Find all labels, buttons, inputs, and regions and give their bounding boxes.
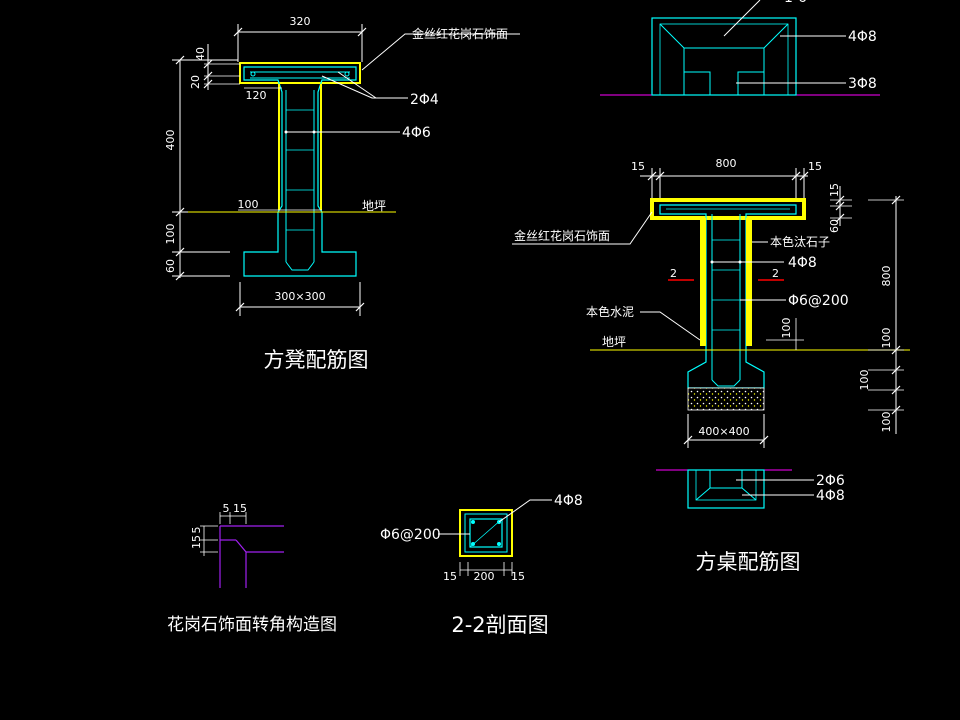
stool-elevation: 320 地坪 400 100 60 xyxy=(164,15,520,372)
table-granite-top xyxy=(650,198,806,220)
table-callout-phi6-200: Φ6@200 xyxy=(788,293,849,309)
table-granite-left xyxy=(700,218,706,346)
stool-dim-40: 40 xyxy=(194,47,207,61)
table-dim-base: 400×400 xyxy=(698,425,749,438)
table-top-section-label: 1-6 xyxy=(784,0,807,6)
table-concrete-body xyxy=(659,204,797,389)
corner-dim-15-v: 15 xyxy=(190,535,203,549)
table-top-section-4phi8: 4Φ8 xyxy=(848,29,877,45)
section-label-4phi8: 4Φ8 xyxy=(554,493,583,509)
stool-callout-2phi4: 2Φ4 xyxy=(410,92,439,108)
table-dim-100-v2: 100 xyxy=(858,370,871,391)
stool-granite-seat xyxy=(239,62,361,84)
stool-concrete-body xyxy=(243,66,357,277)
stool-callout-4phi6: 4Φ6 xyxy=(402,125,431,141)
stool-dim-120: 120 xyxy=(246,89,267,102)
section-granite-outline xyxy=(459,509,513,557)
table-elevation: 15 800 15 地坪 2 2 金丝红花岗石饰面 本色汰石子 xyxy=(512,157,910,448)
stool-dim-base: 300×300 xyxy=(274,290,325,303)
table-callout-cement: 本色水泥 xyxy=(586,305,634,319)
stool-dim-60: 60 xyxy=(164,259,177,273)
table-gravel-footing xyxy=(687,387,765,411)
corner-detail: 5 15 15 5 花岗石饰面转角构造图 xyxy=(167,502,337,635)
table-dim-60-v: 60 xyxy=(828,219,841,233)
table-dim-800: 800 xyxy=(716,157,737,170)
corner-dim-5-v: 5 xyxy=(190,527,203,534)
stool-ground-label: 地坪 xyxy=(362,199,386,213)
stool-dim-top: 320 xyxy=(290,15,311,28)
table-dim-100-small: 100 xyxy=(780,318,793,339)
stool-dim-100: 100 xyxy=(164,224,177,245)
table-section-mark-left: 2 xyxy=(670,267,677,280)
table-dim-100-v1: 100 xyxy=(880,328,893,349)
stool-dim-400: 400 xyxy=(164,130,177,151)
table-dim-800-v: 800 xyxy=(880,266,893,287)
table-section-mark-right: 2 xyxy=(772,267,779,280)
corner-dim-15-h: 15 xyxy=(233,502,247,515)
table-top-section: 1-6 4Φ8 3Φ8 xyxy=(600,0,880,96)
table-dim-15-v: 15 xyxy=(828,183,841,197)
table-ground-label: 地坪 xyxy=(602,335,626,349)
table-callout-terrazzo: 本色汰石子 xyxy=(770,235,830,249)
table-top-section-3phi8: 3Φ8 xyxy=(848,76,877,92)
section-dim-15-left: 15 xyxy=(443,570,457,583)
section-dim-200: 200 xyxy=(474,570,495,583)
section-dim-15-right: 15 xyxy=(511,570,525,583)
corner-title: 花岗石饰面转角构造图 xyxy=(167,615,337,635)
stool-dim-100-base: 100 xyxy=(238,198,259,211)
table-bottom-section: 2Φ6 4Φ8 xyxy=(656,469,845,509)
stool-dim-20: 20 xyxy=(189,75,202,89)
table-granite-right xyxy=(746,218,752,346)
table-dim-15-right: 15 xyxy=(808,160,822,173)
stool-callout-granite: 金丝红花岗石饰面 xyxy=(412,26,508,41)
section-label-phi6-200: Φ6@200 xyxy=(380,527,441,543)
table-dim-15-left: 15 xyxy=(631,160,645,173)
table-dim-100-v3: 100 xyxy=(880,412,893,433)
table-callout-granite: 金丝红花岗石饰面 xyxy=(514,228,610,243)
table-bottom-section-2phi6: 2Φ6 xyxy=(816,473,845,489)
table-callout-4phi8: 4Φ8 xyxy=(788,255,817,271)
section-title: 2-2剖面图 xyxy=(451,613,548,637)
section-2-2: 4Φ8 Φ6@200 15 200 15 2-2剖面图 xyxy=(380,493,583,637)
stool-title: 方凳配筋图 xyxy=(264,348,369,372)
corner-dim-5: 5 xyxy=(223,502,230,515)
table-bottom-section-4phi8: 4Φ8 xyxy=(816,488,845,504)
table-title: 方桌配筋图 xyxy=(696,550,801,574)
